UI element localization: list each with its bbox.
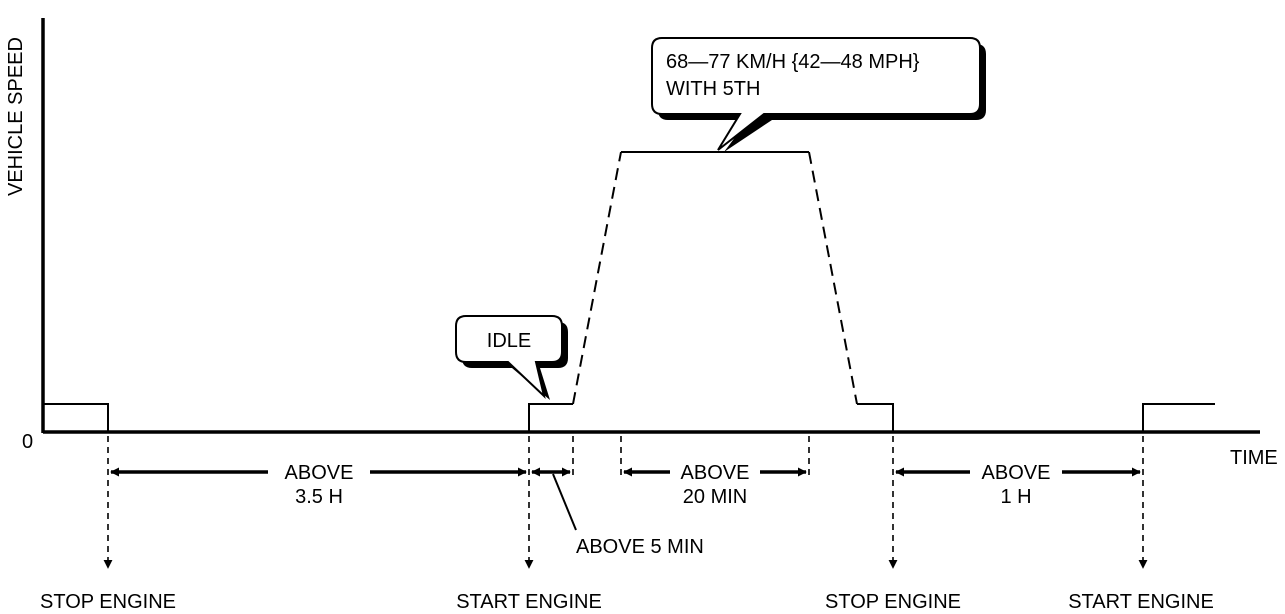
deceleration-ramp [808, 151, 858, 405]
x-axis-label: TIME [1230, 447, 1278, 469]
stop-engine-1-label: STOP ENGINE [40, 591, 176, 613]
event-lines [103, 436, 1148, 569]
cruise-label-line1: ABOVE [681, 462, 750, 484]
idle-callout-label: IDLE [487, 330, 531, 352]
start-engine-2-label: START ENGINE [1068, 591, 1214, 613]
speed-callout: 68—77 KM/H {42—48 MPH} WITH 5TH [651, 37, 986, 152]
duration-arrows [110, 467, 1141, 531]
final-idle-segment [857, 403, 894, 432]
cruise-label-line2: 20 MIN [683, 486, 747, 508]
stop-engine-2-label: STOP ENGINE [825, 591, 961, 613]
speed-callout-bubble [651, 37, 981, 151]
restart-segment [1142, 403, 1215, 432]
initial-idle-segment [43, 403, 109, 432]
idle-callout-bubble [455, 315, 563, 400]
stop-to-restart-label-line1: ABOVE [982, 462, 1051, 484]
start-engine-1-label: START ENGINE [456, 591, 602, 613]
idle-duration-label: ABOVE 5 MIN [576, 536, 704, 558]
speed-profile [43, 151, 1215, 432]
speed-callout-line2: WITH 5TH [666, 78, 760, 100]
speed-callout-line1: 68—77 KM/H {42—48 MPH} [666, 51, 920, 73]
stop-to-start-label-line1: ABOVE [285, 462, 354, 484]
stop-to-restart-label-line2: 1 H [1000, 486, 1031, 508]
idle-duration-leader [552, 473, 577, 531]
origin-label: 0 [22, 431, 33, 453]
idle-segment [528, 403, 573, 432]
y-axis-label: VEHICLE SPEED [5, 37, 27, 196]
idle-callout: IDLE [455, 315, 568, 400]
acceleration-ramp [572, 151, 622, 405]
stop-to-start-label-line2: 3.5 H [295, 486, 343, 508]
